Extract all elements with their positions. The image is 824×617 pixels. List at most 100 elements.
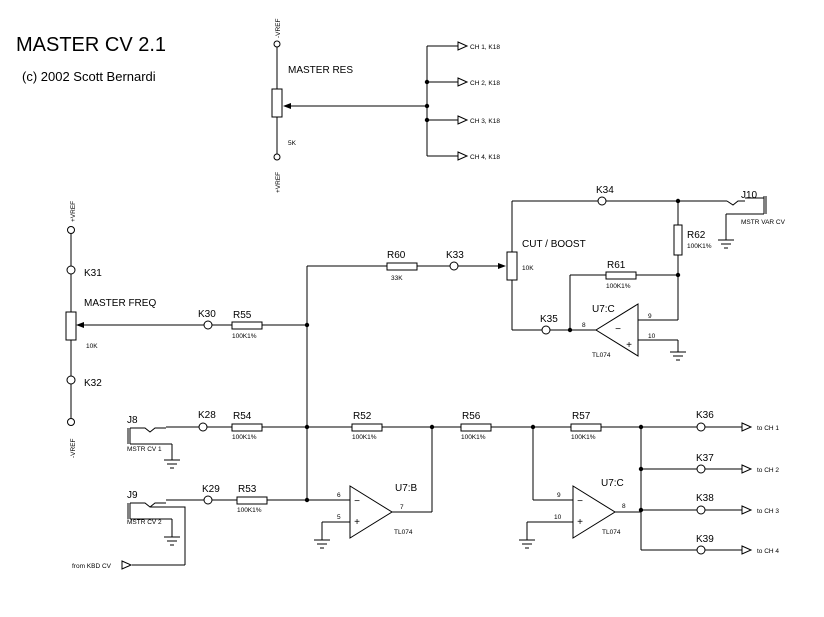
u7c-top-opamp: − + U7:C TL074 8 10 9	[570, 303, 686, 361]
master-res-label: MASTER RES	[288, 65, 353, 76]
r54-name: R54	[233, 411, 252, 422]
u7c-bottom-pin-out: 8	[622, 503, 626, 510]
r62-body	[673, 224, 683, 256]
r55-name: R55	[233, 310, 252, 321]
output-label: to CH 2	[757, 467, 779, 474]
k29-pin	[203, 495, 213, 505]
u7c-top-pin-noninv: 10	[648, 333, 656, 340]
master-freq-pot: +VREF K31 K32 -VREF MASTER FREQ 10K	[65, 201, 204, 458]
k32-pin	[66, 375, 76, 385]
j8-name: J8	[127, 415, 138, 426]
output-k37: K37 to CH 2	[696, 453, 779, 474]
j10-label: MSTR VAR CV	[741, 219, 786, 226]
cut-boost-value: 10K	[522, 265, 534, 272]
r61-name: R61	[607, 260, 626, 271]
master-res-body	[271, 88, 283, 118]
r54-value: 100K1%	[232, 434, 257, 441]
k28-pin	[198, 422, 208, 432]
r57-body	[570, 423, 602, 432]
r52-name: R52	[353, 411, 372, 422]
master-res-pot: -VREF +VREF MASTER RES 5K	[271, 18, 427, 193]
k32-label: K32	[84, 378, 102, 389]
j9-name: J9	[127, 490, 138, 501]
output-k39: K39 to CH 4	[696, 534, 779, 555]
r53-value: 100K1%	[237, 507, 262, 514]
k28-label: K28	[198, 410, 216, 421]
r60-body	[386, 262, 418, 271]
master-freq-top-label: +VREF	[70, 201, 77, 222]
svg-text:+: +	[626, 340, 632, 351]
res-output-label: CH 4, K18	[470, 154, 500, 161]
master-res-top-label: -VREF	[275, 18, 282, 38]
k29-label: K29	[202, 484, 220, 495]
svg-text:−: −	[354, 496, 360, 507]
k33-label: K33	[446, 250, 464, 261]
output-label: to CH 3	[757, 508, 779, 515]
j8-jack: J8 MSTR CV 1	[127, 415, 180, 469]
output-k36: K36 to CH 1	[696, 410, 779, 432]
u7c-top-name: U7:C	[592, 304, 615, 315]
k37-label: K37	[696, 453, 714, 464]
k38-label: K38	[696, 493, 714, 504]
k34-label: K34	[596, 185, 614, 196]
r56-value: 100K1%	[461, 434, 486, 441]
res-output-label: CH 2, K18	[470, 80, 500, 87]
u7b-part: TL074	[394, 529, 413, 536]
master-freq-value: 10K	[86, 343, 98, 350]
output-label: to CH 4	[757, 548, 779, 555]
master-freq-bottom-label: -VREF	[70, 438, 77, 458]
svg-text:+: +	[354, 517, 360, 528]
r60-value: 33K	[391, 275, 403, 282]
r61-value: 100K1%	[606, 283, 631, 290]
svg-text:−: −	[577, 496, 583, 507]
cut-boost-label: CUT / BOOST	[522, 239, 586, 250]
r54-body	[231, 423, 263, 432]
r55-value: 100K1%	[232, 333, 257, 340]
svg-text:−: −	[615, 324, 621, 335]
svg-text:+: +	[577, 517, 583, 528]
kbd-input-label: from KBD CV	[72, 563, 112, 570]
u7c-bottom-part: TL074	[602, 529, 621, 536]
u7b-opamp: − + U7:B TL074 6 5 7	[307, 427, 433, 549]
u7c-top-pin-out: 9	[648, 313, 652, 320]
r56-name: R56	[462, 411, 481, 422]
r53-body	[236, 496, 268, 505]
u7c-bottom-pin-noninv: 10	[554, 514, 562, 521]
cut-boost-pot	[506, 251, 518, 281]
res-output-label: CH 1, K18	[470, 44, 500, 51]
u7c-bottom-opamp: − + U7:C TL074 9 10 8	[519, 427, 641, 549]
k30-label: K30	[198, 309, 216, 320]
j9-jack: J9 MSTR CV 2	[127, 490, 180, 546]
res-output-label: CH 3, K18	[470, 118, 500, 125]
k34-pin	[597, 196, 607, 206]
j8-label: MSTR CV 1	[127, 446, 162, 453]
r61-body	[605, 271, 637, 280]
u7b-name: U7:B	[395, 483, 418, 494]
r57-name: R57	[572, 411, 591, 422]
u7b-pin-out: 7	[400, 504, 404, 511]
r57-value: 100K1%	[571, 434, 596, 441]
r62-name: R62	[687, 230, 706, 241]
j10-name: J10	[741, 190, 758, 201]
vref-pin	[273, 40, 281, 48]
u7b-pin-noninv: 5	[337, 514, 341, 521]
r62-value: 100K1%	[687, 243, 712, 250]
copyright-text: (c) 2002 Scott Bernardi	[22, 69, 156, 84]
master-res-bottom-label: +VREF	[275, 172, 282, 193]
schematic-title: MASTER CV 2.1	[16, 34, 166, 56]
k33-pin	[449, 261, 459, 271]
u7c-top-pin-inv: 8	[582, 322, 586, 329]
k30-pin	[203, 320, 213, 330]
k39-label: K39	[696, 534, 714, 545]
r55-body	[231, 321, 263, 330]
master-res-bus: CH 1, K18 CH 2, K18 CH 3, K18 CH 4, K18	[424, 41, 500, 161]
u7c-bottom-name: U7:C	[601, 478, 624, 489]
r53-name: R53	[238, 484, 257, 495]
k31-label: K31	[84, 268, 102, 279]
j9-label: MSTR CV 2	[127, 519, 162, 526]
k31-pin	[66, 265, 76, 275]
u7c-top-part: TL074	[592, 352, 611, 359]
output-label: to CH 1	[757, 425, 779, 432]
